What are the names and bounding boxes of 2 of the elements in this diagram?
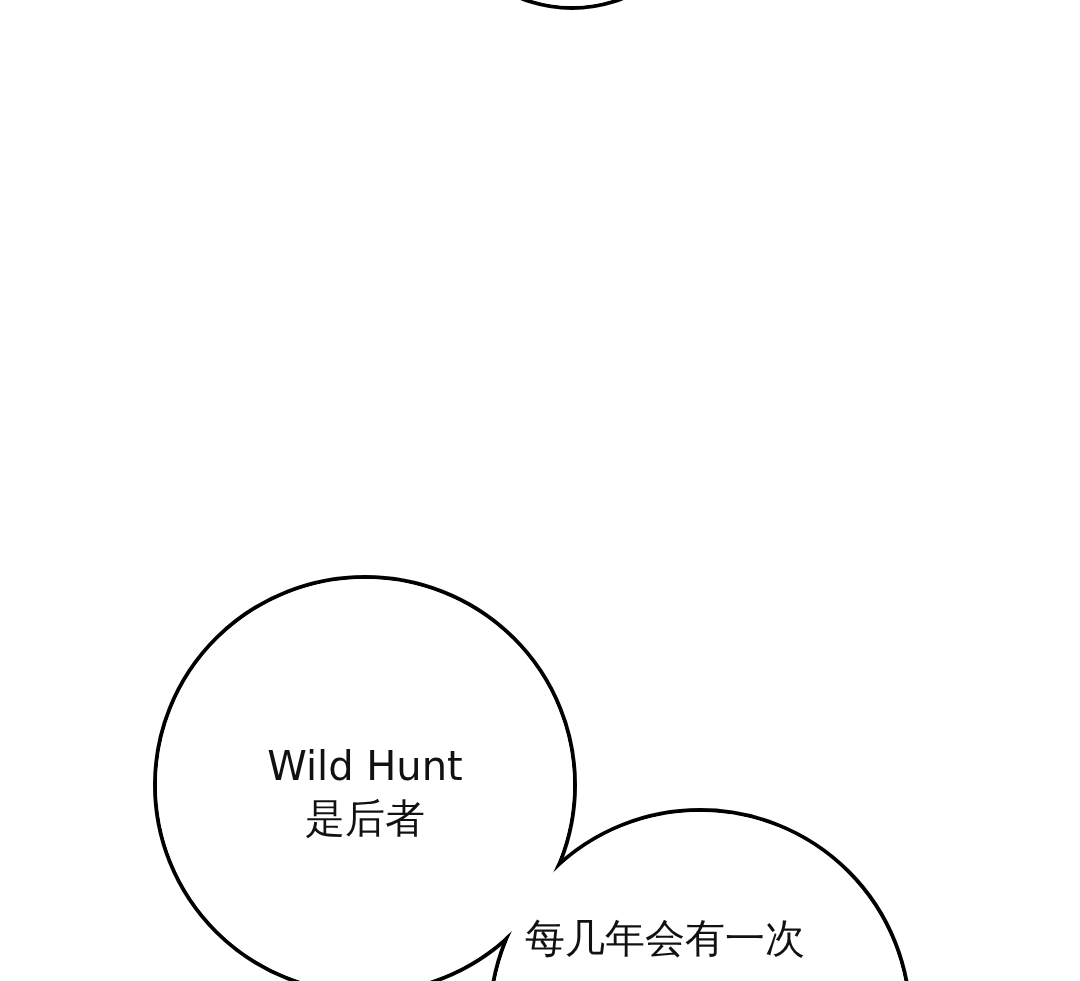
speech-text: Wild Hunt 是后者 <box>266 742 464 843</box>
speech-text: 每几年会有一次 <box>524 914 806 963</box>
